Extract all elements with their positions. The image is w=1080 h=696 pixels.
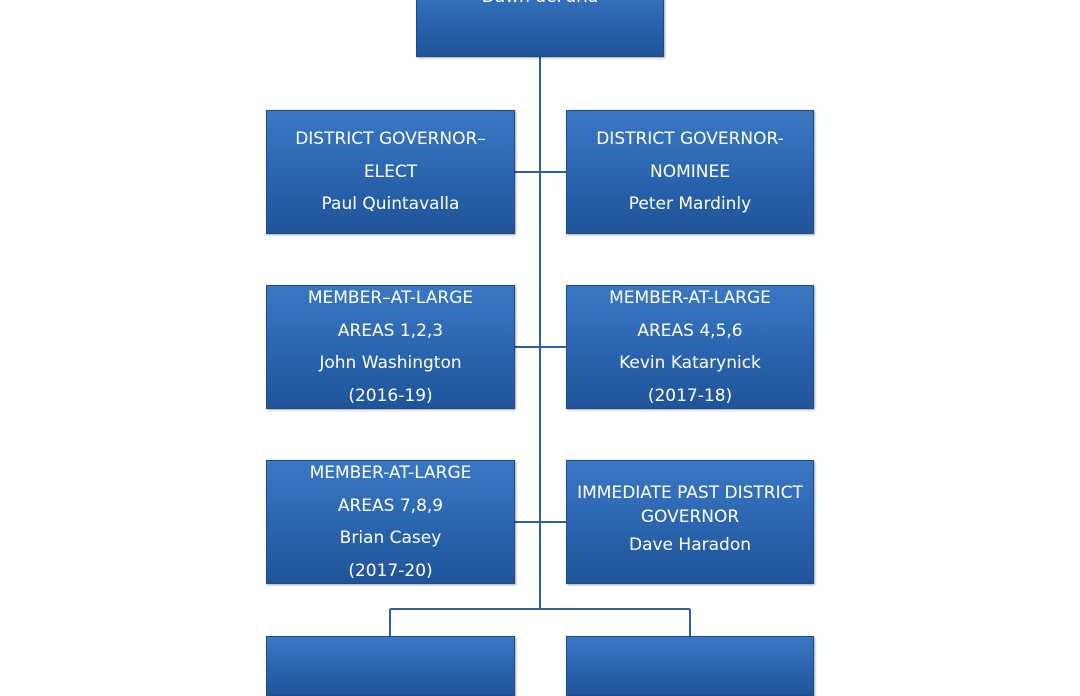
dg-nominee-title-line1: DISTRICT GOVERNOR- — [596, 129, 784, 150]
ipdg-title-line2: GOVERNOR — [640, 506, 740, 527]
ipdg-title-line1: IMMEDIATE PAST DISTRICT — [577, 483, 803, 504]
district-governor-nominee-box: DISTRICT GOVERNOR- NOMINEE Peter Mardinl… — [566, 110, 814, 234]
mal-123-title-line2: AREAS 1,2,3 — [337, 320, 444, 341]
immediate-past-district-governor-box: IMMEDIATE PAST DISTRICT GOVERNOR Dave Ha… — [566, 460, 814, 584]
mal-789-term: (2017-20) — [348, 560, 433, 581]
bottom-left-box — [266, 636, 515, 696]
ipdg-name: Dave Haradon — [628, 535, 751, 556]
mal-456-title-line1: MEMBER-AT-LARGE — [609, 288, 771, 308]
mal-456-term: (2017-18) — [647, 385, 733, 406]
dg-elect-title-line1: DISTRICT GOVERNOR– — [295, 129, 486, 150]
governor-name: Dawn deFuria — [417, 0, 663, 13]
mal-456-title-line2: AREAS 4,5,6 — [637, 320, 743, 341]
mal-123-title-line1: MEMBER–AT-LARGE — [307, 288, 474, 308]
dg-elect-name: Paul Quintavalla — [321, 194, 460, 215]
member-at-large-areas-123-box: MEMBER–AT-LARGE AREAS 1,2,3 John Washing… — [266, 285, 515, 409]
dg-nominee-name: Peter Mardinly — [628, 194, 752, 215]
member-at-large-areas-789-box: MEMBER-AT-LARGE AREAS 7,8,9 Brian Casey … — [266, 460, 515, 584]
mal-456-name: Kevin Katarynick — [619, 353, 761, 373]
dg-elect-title-line2: ELECT — [363, 161, 418, 182]
mal-789-title-line2: AREAS 7,8,9 — [337, 495, 444, 516]
member-at-large-areas-456-box: MEMBER-AT-LARGE AREAS 4,5,6 Kevin Katary… — [566, 285, 814, 409]
connector-lines — [389, 57, 691, 636]
mal-789-name: Brian Casey — [339, 528, 442, 548]
district-governor-elect-box: DISTRICT GOVERNOR– ELECT Paul Quintavall… — [266, 110, 515, 234]
district-governor-box: Dawn deFuria — [416, 0, 664, 57]
dg-nominee-title-line2: NOMINEE — [650, 161, 730, 182]
org-chart: Dawn deFuria DISTRICT GOVERNOR– ELECT Pa… — [266, 0, 814, 696]
bottom-right-box — [566, 636, 814, 696]
mal-123-term: (2016-19) — [348, 385, 433, 406]
mal-123-name: John Washington — [319, 353, 462, 373]
mal-789-title-line1: MEMBER-AT-LARGE — [309, 463, 472, 483]
